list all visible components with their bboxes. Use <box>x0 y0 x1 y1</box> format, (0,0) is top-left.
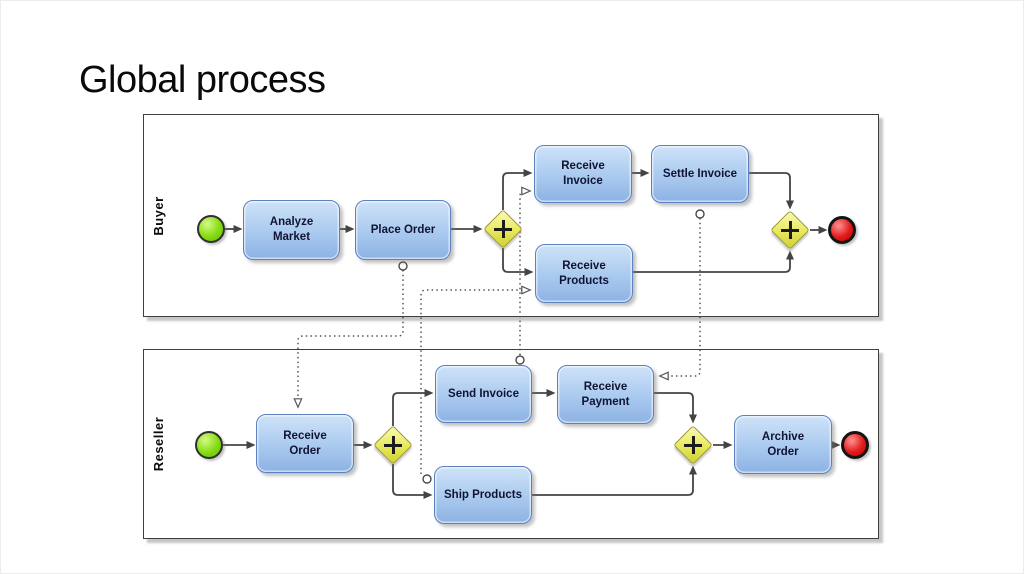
end-event-buyer-end <box>828 216 856 244</box>
task-settle-invoice: Settle Invoice <box>651 145 749 203</box>
parallel-gateway-reseller-join <box>673 425 713 465</box>
task-receive-products: Receive Products <box>535 244 633 303</box>
plus-icon <box>501 220 505 238</box>
task-label: Analyze Market <box>269 216 314 243</box>
start-event-reseller-start <box>195 431 223 459</box>
parallel-gateway-reseller-split <box>373 425 413 465</box>
task-label: Receive Payment <box>581 380 630 408</box>
task-archive-order: Archive Order <box>734 415 832 474</box>
page-title: Global process <box>79 59 326 101</box>
task-analyze-market: Analyze Market <box>243 200 340 260</box>
task-receive-payment: Receive Payment <box>557 365 654 424</box>
start-event-buyer-start <box>197 215 225 243</box>
task-receive-order: Receive Order <box>256 414 354 473</box>
task-label: Receive Products <box>559 259 609 287</box>
task-label: Receive Order <box>283 429 327 457</box>
plus-icon <box>691 436 695 454</box>
task-place-order: Place Order <box>355 200 451 260</box>
task-label: Settle Invoice <box>662 167 738 180</box>
parallel-gateway-buyer-join <box>770 210 810 250</box>
task-label: Ship Products <box>444 488 522 501</box>
task-label: Place Order <box>370 223 436 236</box>
task-send-invoice: Send Invoice <box>435 365 532 423</box>
plus-icon <box>788 221 792 239</box>
task-receive-invoice: Receive Invoice <box>534 145 632 203</box>
end-event-reseller-end <box>841 431 869 459</box>
parallel-gateway-buyer-split <box>483 209 523 249</box>
plus-icon <box>391 436 395 454</box>
task-label: Send Invoice <box>448 387 519 400</box>
task-label: Receive Invoice <box>561 160 605 187</box>
task-ship-products: Ship Products <box>434 466 532 524</box>
task-label: Archive Order <box>761 430 805 458</box>
